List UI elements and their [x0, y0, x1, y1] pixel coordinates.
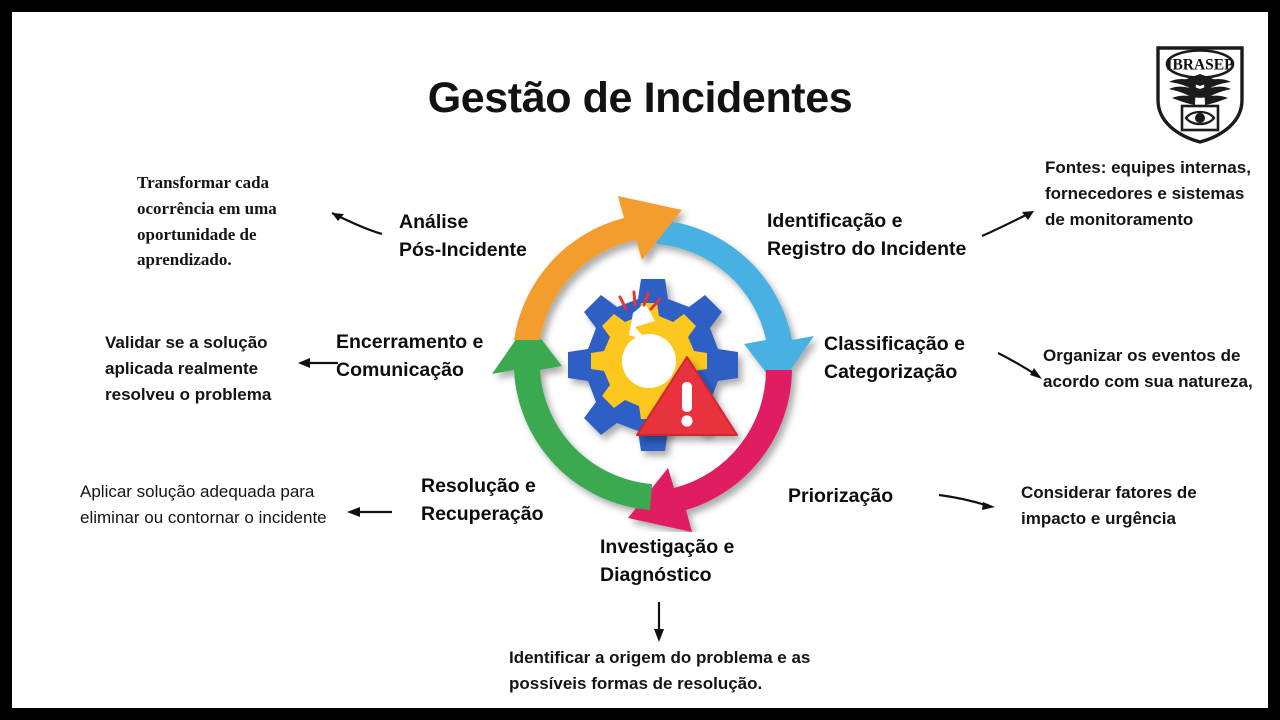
stage-label-identificacao[interactable]: Identificação e Registro do Incidente — [767, 210, 967, 260]
note-transformar: Transformar cada ocorrência em uma oport… — [137, 173, 277, 270]
broken-gear-alert-icon — [568, 279, 738, 451]
arrow-classificacao — [628, 370, 792, 532]
connector-arrow-organizar — [996, 349, 1046, 388]
note-identificar: Identificar a origem do problema e as po… — [509, 648, 811, 693]
connector-arrow-aplicar — [342, 501, 394, 528]
slide-canvas: Gestão de Incidentes IBRASEP — [12, 12, 1268, 708]
stage-label-investigacao[interactable]: Investigação e Diagnóstico — [600, 536, 735, 586]
note-validar: Validar se a solução aplicada realmente … — [105, 333, 272, 404]
connector-arrow-fontes — [980, 208, 1036, 245]
stage-label-classificacao[interactable]: Classificação e Categorização — [824, 333, 965, 383]
note-organizar: Organizar os eventos de acordo com sua n… — [1043, 346, 1253, 391]
arrow-identificacao — [656, 220, 814, 388]
incident-cycle-diagram — [478, 192, 828, 532]
note-fontes: Fontes: equipes internas, fornecedores e… — [1045, 158, 1251, 229]
logo-text: IBRASEP — [1166, 57, 1234, 74]
connector-arrow-validar — [294, 352, 340, 379]
arrow-resolucao — [492, 322, 652, 510]
ibrasep-logo: IBRASEP — [1144, 38, 1256, 148]
connector-arrow-transformar — [324, 204, 384, 243]
stage-label-priorizacao[interactable]: Priorização — [788, 485, 894, 507]
note-considerar: Considerar fatores de impacto e urgência — [1021, 483, 1197, 528]
note-aplicar: Aplicar solução adequada para eliminar o… — [80, 482, 327, 527]
stage-label-resolucao[interactable]: Resolução e Recuperação — [421, 475, 544, 525]
connector-arrow-considerar — [937, 487, 999, 516]
impact-marks-icon — [618, 290, 662, 311]
shield-crest-icon: IBRASEP — [1156, 46, 1244, 144]
arrow-analise — [514, 196, 682, 340]
connector-arrow-identificar — [648, 600, 670, 649]
alert-triangle-icon — [636, 356, 738, 436]
page-title: Gestão de Incidentes — [427, 74, 853, 122]
cycle-arrows — [492, 196, 814, 532]
stage-label-analise[interactable]: Análise Pós-Incidente — [399, 211, 527, 261]
stage-label-encerramento[interactable]: Encerramento e Comunicação — [336, 331, 484, 381]
